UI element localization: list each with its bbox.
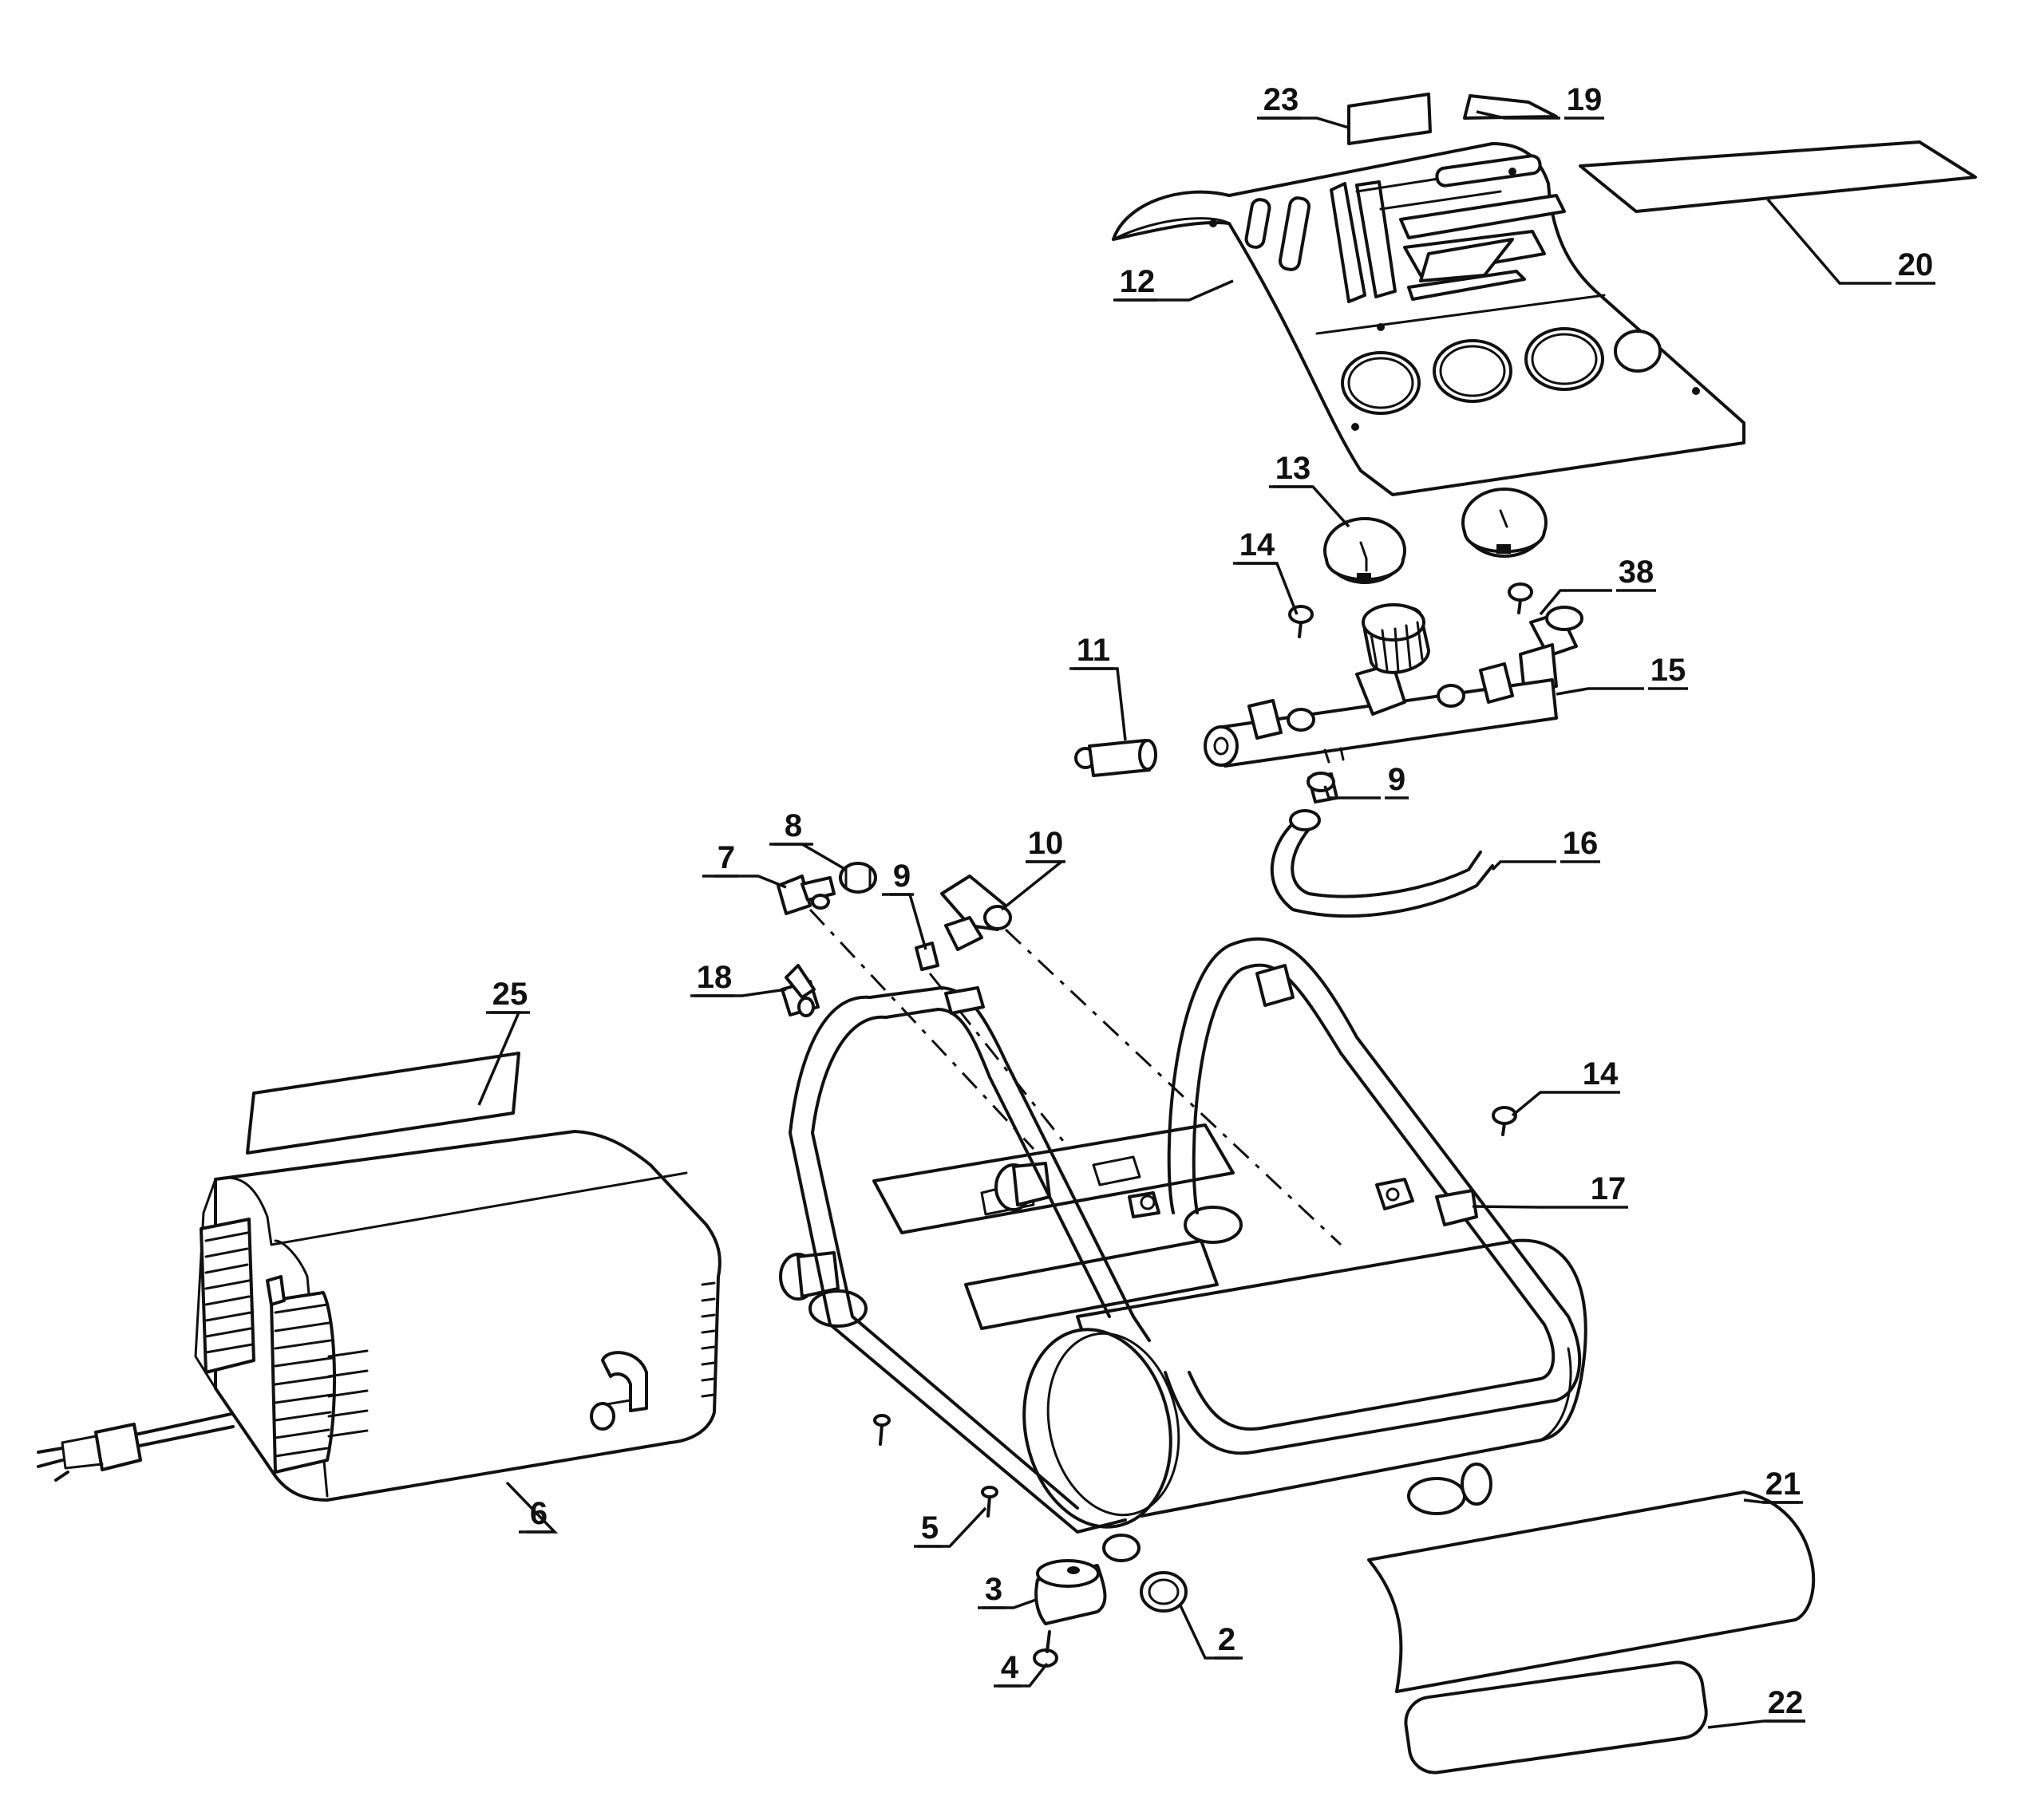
part-3-rubber-foot (1034, 1559, 1107, 1625)
motor-vent-grille-left (200, 1218, 255, 1374)
part-21-decal (1367, 1490, 1816, 1693)
callout-12: 12 (1120, 264, 1156, 299)
callout-22: 22 (1768, 1685, 1804, 1720)
part-9-ferrule-lower (915, 942, 939, 971)
part-16-tube (1270, 809, 1494, 918)
callout-5: 5 (921, 1510, 939, 1546)
part-20-decal (1579, 140, 1977, 213)
part-8-nut (839, 862, 877, 894)
callout-11: 11 (1077, 633, 1110, 668)
assembly-line-fitting-7 (808, 908, 1035, 1151)
part-23-decal (1347, 93, 1432, 145)
callout-23: 23 (1263, 82, 1299, 117)
part-12-shroud (1112, 142, 1745, 496)
part-2-plug (1140, 1571, 1188, 1613)
callout-14-lower: 14 (1583, 1056, 1619, 1092)
callout-25: 25 (492, 977, 528, 1012)
part-10-elbow-fitting (940, 874, 1012, 951)
callout-8: 8 (785, 808, 802, 843)
callout-19: 19 (1567, 82, 1603, 117)
callout-13: 13 (1275, 451, 1311, 486)
callout-17: 17 (1591, 1171, 1627, 1206)
callout-10: 10 (1028, 826, 1064, 861)
part-38-quick-coupler (1519, 606, 1583, 694)
callout-9-lower: 9 (893, 859, 911, 894)
motor-vent-grille-right (270, 1291, 369, 1474)
callout-7: 7 (718, 840, 735, 875)
callout-18: 18 (697, 960, 733, 995)
part-19-decal (1463, 94, 1558, 120)
callout-15: 15 (1650, 653, 1686, 688)
part-17-strap (1375, 1178, 1414, 1210)
callout-9-upper: 9 (1388, 762, 1405, 797)
callout-3: 3 (985, 1572, 1002, 1607)
power-cord-plug (37, 1412, 235, 1482)
part-7-elbow-fitting (777, 874, 836, 915)
callout-labels: 23 19 12 20 13 14 38 11 15 9 8 7 9 10 16… (492, 82, 1934, 1720)
callout-16: 16 (1563, 826, 1599, 861)
callout-underlines (490, 116, 1935, 1723)
part-22-decal (1404, 1660, 1708, 1775)
callout-6: 6 (530, 1496, 548, 1531)
air-tank-frame-assembly (779, 937, 1587, 1562)
part-11-safety-valve (1074, 739, 1157, 777)
part-9-ferrule-upper (1307, 772, 1338, 803)
callout-21: 21 (1765, 1467, 1801, 1502)
part-25-decal (246, 1052, 520, 1155)
part-14-screw-lower (1492, 1106, 1517, 1136)
part-14-screw-upper (1288, 605, 1314, 638)
part-14-screw-upper-second (1508, 582, 1533, 614)
callout-2: 2 (1218, 1622, 1235, 1657)
part-4-bolt (1033, 1630, 1058, 1668)
part-5-screw (873, 1414, 998, 1518)
part-18-drain-valve (781, 964, 820, 1017)
part-15-manifold (1204, 603, 1558, 768)
part-6-motor-pump-housing (194, 1130, 721, 1502)
callout-14-upper: 14 (1239, 527, 1275, 563)
callout-20: 20 (1898, 247, 1934, 282)
callout-38: 38 (1619, 555, 1654, 590)
part-13-pressure-gauge (1323, 517, 1406, 584)
assembly-line-fitting-9 (928, 973, 1071, 1150)
callout-4: 4 (1001, 1650, 1019, 1685)
part-13-pressure-gauge-second (1461, 488, 1548, 558)
